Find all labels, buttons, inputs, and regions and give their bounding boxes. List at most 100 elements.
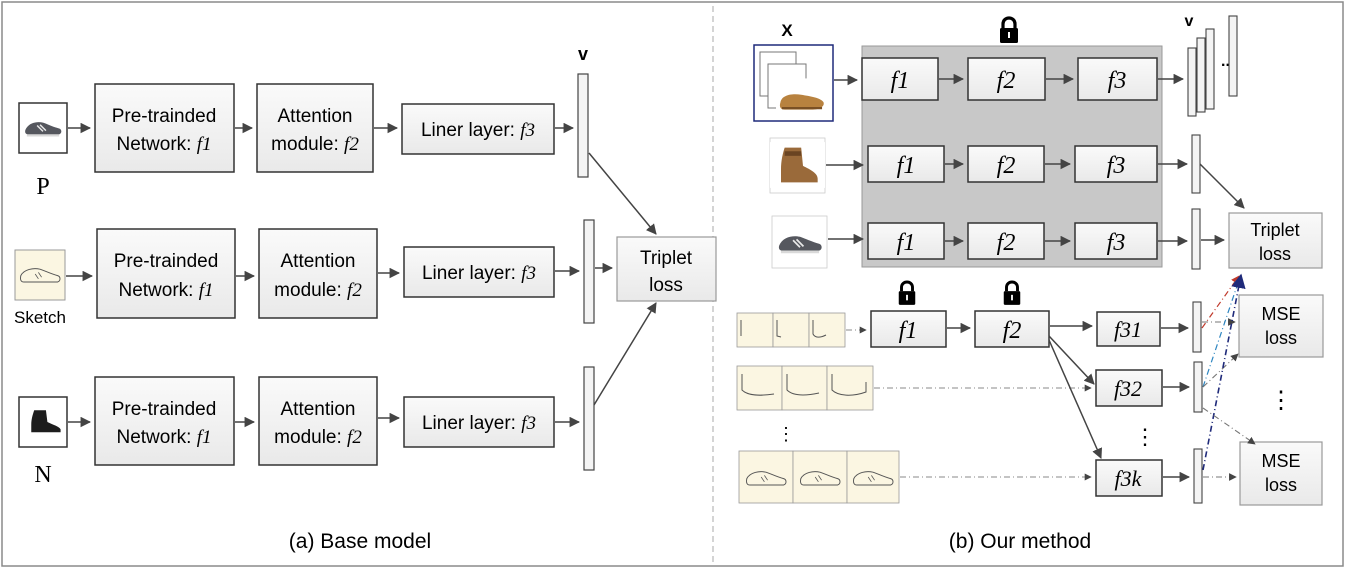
sketch-row-2: f32 bbox=[736, 361, 1203, 413]
lock-icon bbox=[1002, 280, 1022, 306]
svg-text:module: f2: module: f2 bbox=[274, 427, 362, 448]
base-model-panel: P Pre-trainded Network: f1 Attention mod… bbox=[14, 44, 717, 553]
liner-layer-box bbox=[403, 246, 555, 298]
f1-box bbox=[867, 145, 945, 183]
svg-text:module: f2: module: f2 bbox=[271, 134, 359, 155]
our-method-caption: (b) Our method bbox=[949, 530, 1091, 553]
pretrained-network-box bbox=[96, 228, 236, 319]
f1-label: f1 bbox=[197, 427, 212, 448]
arrow-positive-to-triplet bbox=[588, 152, 657, 235]
liner-prefix: Liner layer: bbox=[422, 413, 521, 434]
f2-label: f2 bbox=[1003, 318, 1022, 344]
f2-box bbox=[967, 222, 1045, 260]
f1-label: f1 bbox=[899, 318, 918, 344]
our-row-x: f1 f2 f3 ... v bbox=[861, 13, 1238, 117]
pretrained-line2: Network: bbox=[116, 427, 196, 448]
lock-icon bbox=[998, 16, 1020, 44]
f2-label: f2 bbox=[997, 230, 1016, 256]
triplet-line1: Triplet bbox=[640, 248, 693, 269]
f32-box bbox=[1095, 369, 1163, 407]
embedding-vector bbox=[1228, 15, 1238, 97]
f2-box bbox=[967, 145, 1045, 183]
attention-line2: module: bbox=[274, 427, 347, 448]
arrow-negative-to-triplet bbox=[593, 302, 657, 406]
slipper-image bbox=[776, 78, 828, 116]
triplet-loss-box bbox=[1228, 212, 1323, 269]
f2-label: f2 bbox=[997, 68, 1016, 94]
shoe-sketch-image bbox=[16, 258, 64, 290]
embedding-vector bbox=[1196, 37, 1206, 113]
f3-box bbox=[1074, 145, 1158, 183]
svg-text:module: f2: module: f2 bbox=[274, 280, 362, 301]
attention-line1: Attention bbox=[281, 251, 356, 272]
attention-line1: Attention bbox=[278, 106, 353, 127]
f3-label: f3 bbox=[1107, 230, 1126, 256]
f1-box bbox=[870, 310, 947, 348]
partial-sketch-image bbox=[781, 365, 828, 411]
partial-sketch-image bbox=[808, 312, 846, 348]
liner-prefix: Liner layer: bbox=[422, 263, 521, 284]
svg-text:Network: f1: Network: f1 bbox=[118, 280, 213, 301]
f3k-label: f3k bbox=[1115, 466, 1143, 491]
attention-line1: Attention bbox=[281, 399, 356, 420]
mse-loss-box-1 bbox=[1238, 294, 1324, 358]
f2-box bbox=[974, 310, 1050, 348]
triplet-line2: loss bbox=[1259, 244, 1291, 264]
svg-text:Network: f1: Network: f1 bbox=[116, 427, 211, 448]
f3k-box bbox=[1095, 459, 1163, 497]
base-row-sketch: Sketch Pre-trainded Network: f1 Attentio… bbox=[14, 219, 614, 327]
f3-label: f3 bbox=[520, 120, 535, 141]
partial-sketch-image bbox=[736, 365, 783, 411]
mse-line1: MSE bbox=[1261, 451, 1300, 471]
f31-label: f31 bbox=[1114, 317, 1142, 342]
base-model-caption: (a) Base model bbox=[289, 530, 431, 553]
mse-line2: loss bbox=[1265, 475, 1297, 495]
svg-text:Liner layer: f3: Liner layer: f3 bbox=[422, 263, 536, 284]
f1-box bbox=[867, 222, 945, 260]
embedding-vector bbox=[583, 219, 595, 324]
pretrained-line2: Network: bbox=[116, 134, 196, 155]
sketch-row-1: f1 f2 f31 bbox=[736, 280, 1202, 353]
liner-layer-box bbox=[401, 103, 555, 155]
f2-box bbox=[967, 57, 1046, 101]
f3-box bbox=[1077, 57, 1158, 101]
v-label: v bbox=[578, 44, 588, 64]
embedding-vector bbox=[1193, 361, 1203, 413]
pretrained-line1: Pre-trainded bbox=[112, 399, 217, 420]
f3-label: f3 bbox=[521, 263, 536, 284]
x-label: X bbox=[781, 21, 793, 40]
base-row-negative: N Pre-trainded Network: f1 Attention mod… bbox=[18, 366, 595, 488]
f2-label: f2 bbox=[344, 134, 359, 155]
triplet-loss-box bbox=[616, 236, 717, 302]
branch-vdots: ⋮ bbox=[1134, 424, 1156, 449]
mse-loss-box-k bbox=[1239, 441, 1323, 506]
rows-vdots: ⋮ bbox=[777, 424, 795, 444]
embedding-vector bbox=[1193, 448, 1203, 504]
embedding-vector bbox=[1191, 208, 1201, 270]
f3-label: f3 bbox=[1108, 68, 1127, 94]
f2-label: f2 bbox=[347, 427, 362, 448]
svg-text:Liner layer: f3: Liner layer: f3 bbox=[421, 120, 535, 141]
f32-label: f32 bbox=[1114, 376, 1142, 401]
embedding-vector bbox=[577, 73, 589, 178]
embedding-vector bbox=[1191, 134, 1201, 194]
f1-label: f1 bbox=[897, 153, 916, 179]
mse-line2: loss bbox=[1265, 328, 1297, 348]
f2-label: f2 bbox=[347, 280, 362, 301]
v-label: v bbox=[1185, 13, 1194, 30]
our-row-negative: f1 f2 f3 bbox=[771, 208, 1201, 270]
f31-box bbox=[1096, 311, 1161, 347]
f2-label: f2 bbox=[997, 153, 1016, 179]
base-row-positive: P Pre-trainded Network: f1 Attention mod… bbox=[18, 44, 589, 200]
triplet-line2: loss bbox=[649, 275, 683, 296]
embedding-vector bbox=[1187, 47, 1197, 117]
lock-icon bbox=[897, 280, 917, 306]
f3-label: f3 bbox=[1107, 153, 1126, 179]
f3-label: f3 bbox=[521, 413, 536, 434]
pretrained-line2: Network: bbox=[118, 280, 198, 301]
attention-line2: module: bbox=[274, 280, 347, 301]
liner-layer-box bbox=[403, 396, 555, 448]
